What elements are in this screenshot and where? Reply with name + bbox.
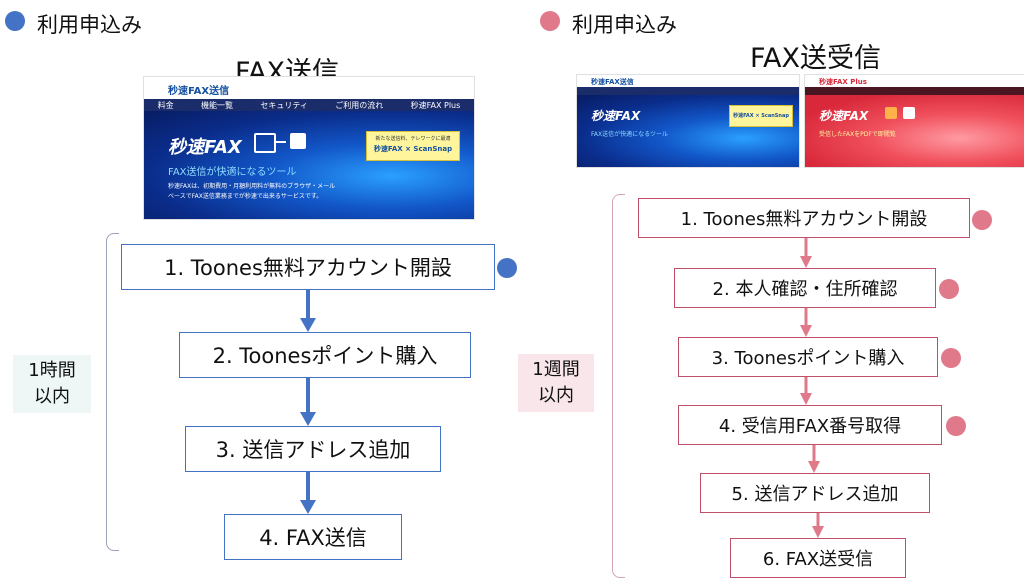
ad-line-2: 秒速FAX × ScanSnap [373, 145, 453, 153]
right-duration: 1週間 以内 [518, 354, 594, 412]
left-screenshot-logo: 秒速FAX送信 [168, 86, 230, 97]
right-blue-nav [577, 87, 799, 95]
right-arrowhead-5 [812, 526, 824, 538]
printer-icon [290, 133, 306, 149]
right-header: 利用申込み [572, 13, 677, 37]
left-duration-2: 以内 [34, 386, 70, 407]
left-step-4: 4. FAX送信 [224, 514, 402, 560]
right-step-2: 2. 本人確認・住所確認 [674, 268, 936, 308]
hero-title: 秒速FAX [168, 137, 242, 158]
hero-desc-1: 秒速FAXは、初期費用・月額利用料が無料のブラウザ・メール [168, 183, 336, 190]
right-duration-2: 以内 [538, 385, 574, 406]
hero-desc-2: ベースでFAX送信業務までが秒速で出来るサービスです。 [168, 193, 323, 200]
nav-item[interactable]: 秒速FAX Plus [410, 100, 461, 110]
pdf-icon [885, 107, 897, 119]
left-duration-1: 1時間 [28, 360, 76, 381]
left-step-3: 3. 送信アドレス追加 [185, 426, 441, 472]
nav-item[interactable]: 料金 [157, 100, 174, 110]
nav-item[interactable]: 機能一覧 [201, 100, 234, 110]
right-blue-tagline: FAX送信が快適になるツール [591, 131, 668, 138]
arrow-icon [276, 141, 286, 143]
left-arrowhead-2 [300, 412, 316, 426]
right-red-logo: 秒速FAX Plus [819, 78, 867, 86]
left-step-1-dot [497, 258, 517, 278]
left-screenshot-nav: 料金 機能一覧 セキュリティ ご利用の流れ 秒速FAX Plus [144, 99, 474, 111]
right-step-3-dot [941, 348, 961, 368]
right-step-4: 4. 受信用FAX番号取得 [678, 405, 942, 445]
nav-item[interactable]: ご利用の流れ [335, 100, 384, 110]
right-brace [612, 194, 625, 578]
right-red-tagline: 受信したFAXをPDFで即閲覧 [819, 131, 896, 138]
hero-tagline: FAX送信が快適になるツール [168, 167, 297, 178]
scansnap-ad[interactable]: 新たな送信料、テレワークに最適 秒速FAX × ScanSnap [366, 131, 460, 161]
right-step-2-dot [939, 279, 959, 299]
right-arrowhead-1 [800, 256, 812, 268]
document-icon [903, 107, 915, 119]
left-screenshot: 秒速FAX送信 料金 機能一覧 セキュリティ ご利用の流れ 秒速FAX Plus… [143, 76, 475, 220]
right-arrowhead-4 [808, 461, 820, 473]
nav-item[interactable]: セキュリティ [260, 100, 308, 110]
left-duration: 1時間 以内 [13, 355, 91, 413]
left-arrowhead-1 [300, 318, 316, 332]
left-step-2: 2. Toonesポイント購入 [179, 332, 471, 378]
right-step-5: 5. 送信アドレス追加 [700, 473, 930, 513]
right-blue-logo: 秒速FAX送信 [591, 78, 634, 86]
right-blue-ad[interactable]: 秒速FAX × ScanSnap [729, 105, 793, 127]
right-screenshot-send: 秒速FAX送信 秒速FAX FAX送信が快適になるツール 秒速FAX × Sca… [576, 74, 800, 168]
right-step-1-dot [972, 210, 992, 230]
right-header-dot [540, 11, 560, 31]
right-screenshot-plus: 秒速FAX Plus 秒速FAX 受信したFAXをPDFで即閲覧 [804, 74, 1024, 168]
left-brace [106, 233, 119, 551]
left-screenshot-hero: 秒速FAX FAX送信が快適になるツール 秒速FAXは、初期費用・月額利用料が無… [144, 111, 474, 219]
right-red-hero: 秒速FAX 受信したFAXをPDFで即閲覧 [805, 95, 1024, 167]
right-blue-hero: 秒速FAX FAX送信が快適になるツール 秒速FAX × ScanSnap [577, 95, 799, 167]
fax-machine-icon [254, 133, 276, 153]
right-duration-1: 1週間 [532, 359, 580, 380]
ad-line-1: 新たな送信料、テレワークに最適 [375, 136, 451, 142]
right-arrowhead-3 [800, 393, 812, 405]
left-header: 利用申込み [37, 13, 142, 37]
right-red-hero-title: 秒速FAX [819, 109, 869, 123]
right-blue-hero-title: 秒速FAX [591, 109, 641, 123]
right-step-4-dot [946, 416, 966, 436]
left-step-1: 1. Toones無料アカウント開設 [121, 244, 495, 290]
right-blue-ad-text: 秒速FAX × ScanSnap [733, 113, 789, 119]
left-arrowhead-3 [300, 500, 316, 514]
left-header-dot [5, 11, 25, 31]
right-red-nav [805, 87, 1024, 95]
right-step-1: 1. Toones無料アカウント開設 [638, 198, 970, 238]
right-step-3: 3. Toonesポイント購入 [678, 337, 938, 377]
right-title: FAX送受信 [750, 43, 882, 74]
right-step-6: 6. FAX送受信 [730, 538, 906, 578]
right-arrowhead-2 [800, 325, 812, 337]
